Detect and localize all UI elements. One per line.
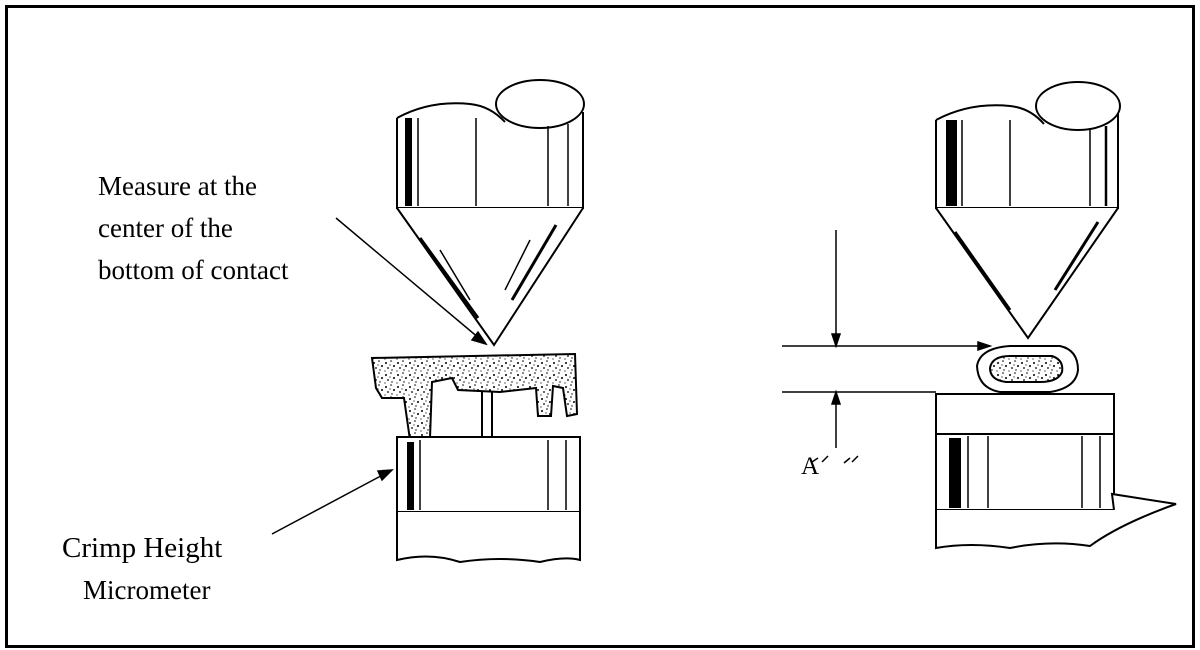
left-anvil-icon: [396, 436, 581, 564]
measure-leader-arrow: [335, 217, 488, 346]
crimp-height-dimension: [782, 230, 993, 464]
micrometer-subtitle: Micrometer: [83, 575, 211, 605]
crimped-contact-right: [975, 345, 1080, 393]
crimped-contact-left: [370, 352, 579, 442]
measure-label-line-2: center of the: [98, 213, 233, 243]
right-anvil-icon: [935, 393, 1177, 550]
right-spindle-icon: [935, 81, 1121, 340]
measure-point-label: Measure at the center of the bottom of c…: [98, 166, 358, 292]
measure-label-line-1: Measure at the: [98, 171, 257, 201]
measure-label-line-3: bottom of contact: [98, 255, 289, 285]
micrometer-leader-arrow: [271, 469, 394, 535]
dimension-label: A: [801, 453, 820, 480]
micrometer-title: Crimp Height: [62, 532, 223, 564]
left-spindle-icon: [396, 79, 585, 347]
